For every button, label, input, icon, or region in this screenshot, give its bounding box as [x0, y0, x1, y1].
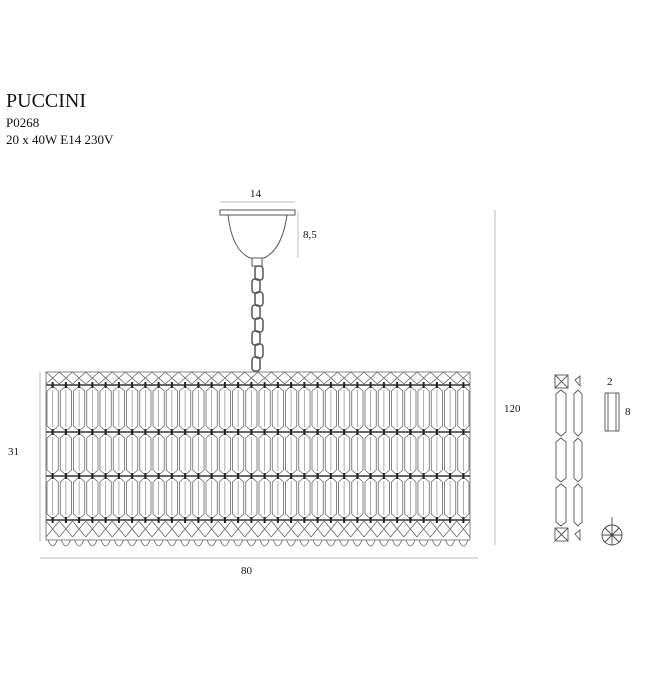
- dim-body-width: 80: [241, 565, 252, 577]
- dim-canopy-width: 14: [250, 188, 261, 200]
- dim-total-height: 120: [504, 403, 521, 415]
- chain: [251, 265, 264, 372]
- product-name: PUCCINI: [6, 90, 87, 112]
- crystal-detail: [604, 392, 620, 432]
- side-view: [554, 374, 583, 542]
- canopy: [219, 209, 296, 267]
- dim-crystal-height: 8: [625, 406, 631, 418]
- chandelier-body: [45, 371, 471, 547]
- dim-canopy-height: 8,5: [303, 229, 317, 241]
- dimension-lines: [39, 201, 496, 559]
- crystal-ball: [601, 517, 623, 546]
- product-spec: 20 x 40W E14 230V: [6, 132, 114, 147]
- dim-body-height: 31: [8, 446, 19, 458]
- product-code: P0268: [6, 115, 40, 130]
- dim-crystal-width: 2: [607, 376, 613, 388]
